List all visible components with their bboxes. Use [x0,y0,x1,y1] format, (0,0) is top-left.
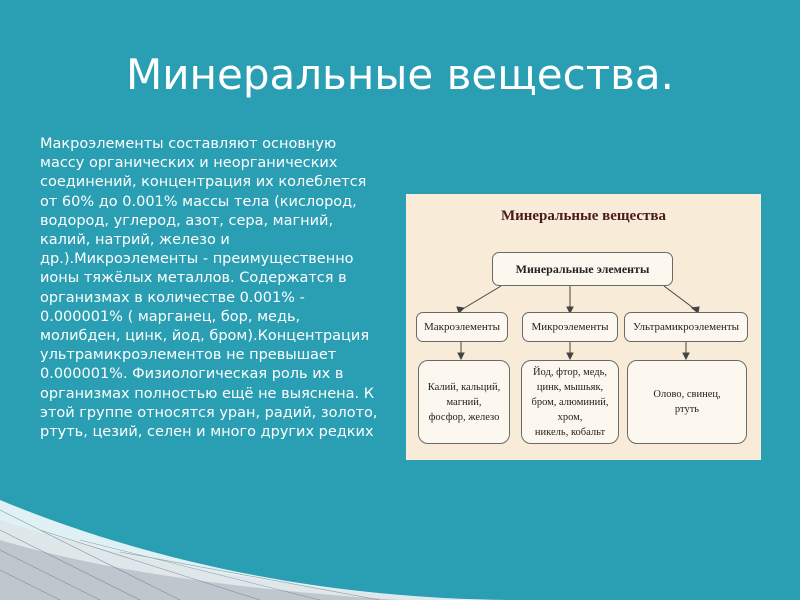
decorative-wave [0,500,520,600]
arrow-ultra-detail [682,352,690,361]
body-text: Макроэлементы составляют основную массу … [40,136,378,441]
connector-root-macro [460,285,502,311]
detail-line: бром, алюминий, [531,396,609,408]
detail-line: Олово, свинец, [653,389,721,400]
detail-line: Йод, фтор, медь, [532,366,608,378]
arrow-root-macro [456,306,466,314]
detail-line: магний, [446,396,482,408]
diagram-connectors [456,285,700,361]
node-micro-examples: Йод, фтор, медь, цинк, мышьяк, бром, алю… [521,360,619,444]
detail-line: фосфор, железо [428,411,500,423]
node-microelements: Микроэлементы [522,312,618,342]
arrow-micro-detail [566,352,574,361]
node-ultramicroelements: Ультрамикроэлементы [624,312,748,342]
node-ultra-examples: Олово, свинец, ртуть [627,360,747,444]
detail-line: Калий, кальций, [427,381,501,393]
node-macroelements: Макроэлементы [416,312,508,342]
connector-root-ultra [663,285,697,311]
arrow-root-ultra [690,306,700,314]
arrow-root-micro [566,306,574,315]
node-macro-examples: Калий, кальций, магний, фосфор, железо [418,360,510,444]
arrow-macro-detail [457,352,465,361]
minerals-diagram: Минеральные вещества Минеральные элемент… [406,194,761,460]
diagram-title: Минеральные вещества [500,208,667,224]
detail-line: никель, кобальт [534,426,606,438]
node-mineral-elements: Минеральные элементы [492,252,673,286]
slide-title: Минеральные вещества. [125,50,675,99]
detail-line: цинк, мышьяк, [536,381,604,393]
detail-line: хром, [557,411,583,423]
detail-line: ртуть [674,404,700,415]
